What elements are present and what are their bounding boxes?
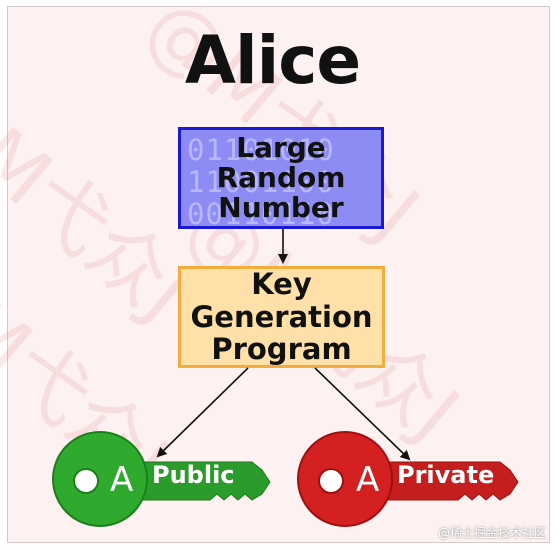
private-key-letter: A — [356, 460, 380, 500]
key-generation-label-line: Generation — [190, 299, 373, 334]
random-number-box: 01101010 11001100 00110110 Large Random … — [178, 127, 384, 229]
key-generation-label-line: Program — [211, 332, 352, 367]
private-key-icon — [297, 431, 519, 527]
public-key-letter: A — [110, 460, 134, 500]
random-number-label-line: Number — [218, 191, 344, 225]
binary-row: 01101010 — [187, 133, 335, 167]
binary-row: 11001100 — [187, 165, 335, 199]
public-key-icon — [52, 431, 271, 527]
credit-text: @稀土掘金技术社区 — [437, 526, 546, 540]
random-number-label-line: Random — [216, 160, 346, 194]
arrow-kgp-to-private — [314, 367, 411, 461]
private-key-label: Private — [397, 461, 495, 489]
key-generation-label-line: Key — [251, 267, 312, 302]
random-number-label: Large Random Number — [216, 130, 346, 225]
diagram-title: Alice — [184, 22, 361, 99]
binary-background: 01101010 11001100 00110110 — [187, 133, 377, 229]
binary-row: 00110110 — [187, 197, 335, 229]
random-number-label-line: Large — [236, 130, 326, 164]
key-generation-label: Key Generation Program — [190, 267, 373, 367]
key-generation-box: Key Generation Program — [178, 266, 385, 368]
arrow-kgp-to-public — [156, 367, 249, 458]
public-key-label: Public — [152, 461, 235, 489]
